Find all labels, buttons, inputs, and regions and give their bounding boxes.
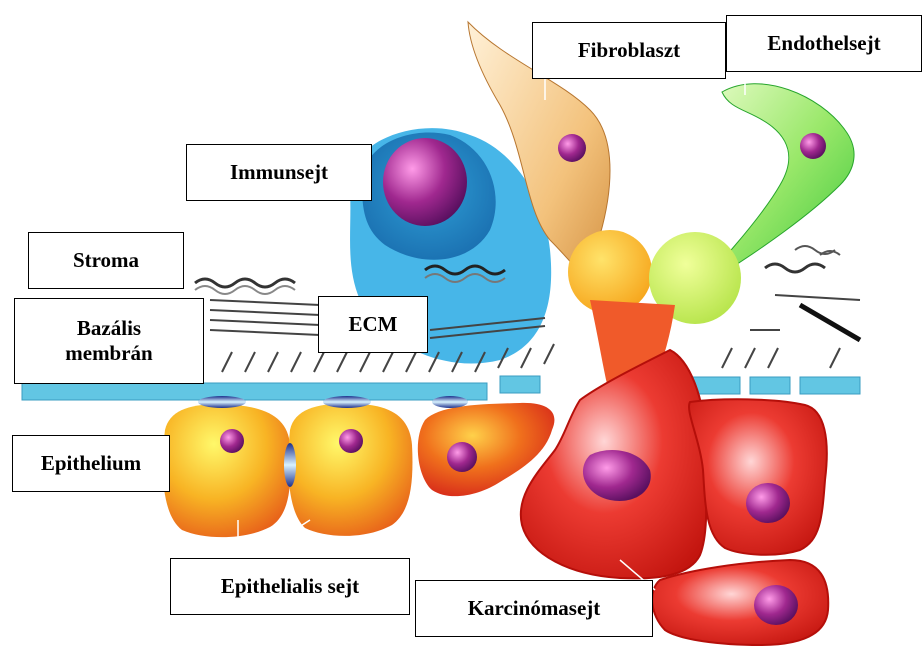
label-basal-line2: membrán <box>65 341 153 366</box>
fibroblast-nucleus <box>558 134 586 162</box>
label-epithelium: Epithelium <box>12 435 170 492</box>
label-basal-membrane: Bazális membrán <box>14 298 204 384</box>
label-endothelial: Endothelsejt <box>726 15 922 72</box>
label-ecm: ECM <box>318 296 428 353</box>
immune-nucleus <box>383 138 467 226</box>
label-carcinoma: Karcinómasejt <box>415 580 653 637</box>
label-stroma: Stroma <box>28 232 184 289</box>
epithelial-nucleus-3 <box>447 442 477 472</box>
epithelial-cell-1 <box>163 404 291 537</box>
label-immune: Immunsejt <box>186 144 372 201</box>
epithelial-nucleus-2 <box>339 429 363 453</box>
label-basal-line1: Bazális <box>77 316 141 341</box>
carcinoma-cell-large <box>521 350 706 578</box>
label-fibroblast: Fibroblaszt <box>532 22 726 79</box>
membrane-ticks <box>222 344 840 372</box>
carcinoma-cell-right <box>689 399 827 554</box>
label-epithelial-cell: Epithelialis sejt <box>170 558 410 615</box>
epithelial-cell-2 <box>288 404 412 536</box>
endothelial-nucleus <box>800 133 826 159</box>
epithelial-nucleus-1 <box>220 429 244 453</box>
